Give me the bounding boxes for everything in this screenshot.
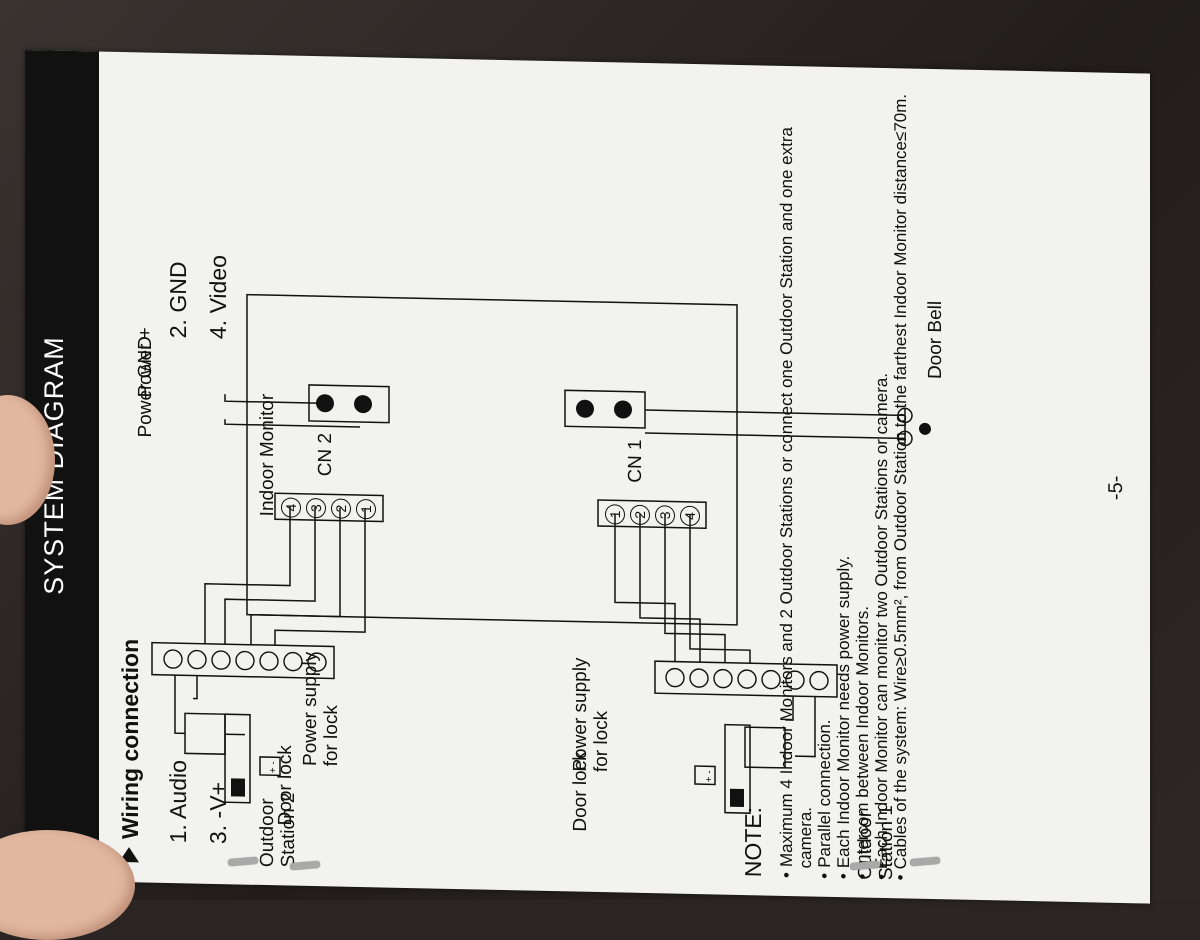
- cn2-pin-1: 1: [356, 498, 376, 520]
- wiring-diagram: [151, 293, 931, 814]
- notes-list: Maximum 4 Indoor Monitors and 2 Outdoor …: [777, 78, 910, 881]
- cn1-pin-2: 2: [630, 504, 650, 526]
- cn1-strip: [597, 499, 707, 530]
- note-item: Intercom between Indoor Monitors.: [853, 79, 872, 879]
- door-bell-label: Door Bell: [925, 300, 946, 380]
- note-heading: NOTE:: [740, 806, 766, 878]
- power-supply-left-line1: Power supply: [300, 651, 321, 767]
- battery-symbol-right: + -: [704, 770, 715, 783]
- manual-page: SYSTEM DIAGRAM Wiring connection 1. Audi…: [25, 50, 1150, 904]
- cn2-label: CN 2: [315, 432, 336, 477]
- note-item: Cables of the system: Wire≥0.5mm², from …: [891, 80, 910, 880]
- power-supply-left-label: Power supply for lock: [300, 652, 342, 767]
- cn1-pin-4: 4: [680, 505, 700, 527]
- battery-symbol-left: + -: [268, 761, 279, 774]
- power-supply-left-line2: for lock: [321, 704, 342, 767]
- note-item: Parallel connection.: [815, 79, 834, 879]
- power-supply-right-line2: for lock: [591, 710, 612, 773]
- cn2-pin-3: 3: [306, 497, 326, 519]
- door-lock-left-label: Door lock: [275, 744, 296, 826]
- outdoor-station-2-terminal: [151, 641, 335, 680]
- cn2-pin-2: 2: [331, 498, 351, 519]
- page-number: -5-: [1105, 475, 1127, 501]
- cn1-pin-1: 1: [605, 504, 625, 525]
- power-gnd-label: Power GND: [135, 335, 156, 438]
- note-item: Maximum 4 Indoor Monitors and 2 Outdoor …: [777, 78, 815, 879]
- note-item: Each Indoor Monitor needs power supply.: [834, 79, 853, 879]
- cn1-pin-3: 3: [655, 505, 675, 526]
- cn2-pin-4: 4: [281, 497, 301, 518]
- door-lock-right-label: Door lock: [570, 751, 591, 832]
- indoor-monitor-label: Indoor Monitor: [257, 393, 278, 517]
- cn2-strip: [274, 492, 384, 523]
- cn1-label: CN 1: [625, 439, 646, 484]
- indoor-monitor-box: [246, 293, 738, 626]
- note-item: Each Indoor Monitor can monitor two Outd…: [872, 80, 891, 880]
